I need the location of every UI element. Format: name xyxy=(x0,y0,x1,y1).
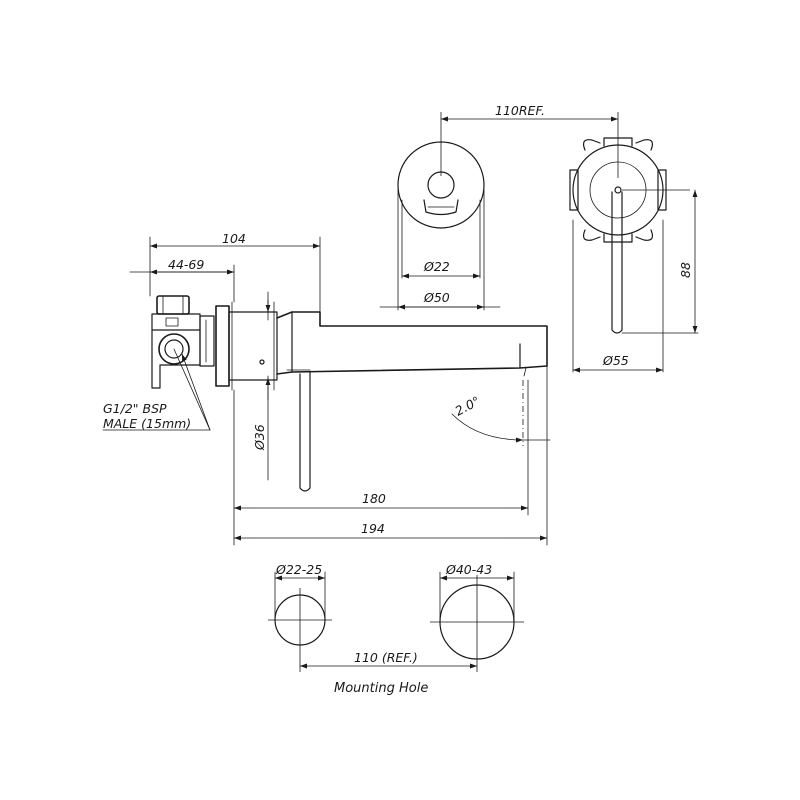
dim-thread-line2: MALE (15mm) xyxy=(103,416,191,431)
front-view-spout-hub xyxy=(397,112,485,311)
mounting-hole-caption: Mounting Hole xyxy=(334,681,428,696)
thread-leader xyxy=(102,348,211,431)
dim-hub-dia-outer: Ø50 xyxy=(423,290,450,305)
dim-mounting-centres: 110 (REF.) xyxy=(354,650,418,665)
dim-overall-depth: 104 xyxy=(222,231,246,246)
dim-mixer-height: 88 xyxy=(678,262,693,278)
dim-thread-line1: G1/2" BSP xyxy=(103,401,167,416)
side-view-assembly xyxy=(151,295,548,492)
dim-spout-angle: 2.0° xyxy=(452,393,482,419)
dim-overall-length: 194 xyxy=(361,521,385,536)
dim-mixer-plate-dia: Ø55 xyxy=(602,353,629,368)
dim-110ref: 110REF. xyxy=(495,103,545,118)
dim-spout-length: 180 xyxy=(362,491,386,506)
dim-hub-dia-inner: Ø22 xyxy=(423,259,450,274)
dim-hole-large: Ø40-43 xyxy=(445,562,492,577)
dim-hole-small: Ø22-25 xyxy=(275,562,322,577)
front-view-mixer-plate xyxy=(569,112,699,373)
dim-spout-dia: Ø36 xyxy=(252,424,267,451)
mounting-hole-large xyxy=(430,571,524,672)
dimension-lines xyxy=(129,116,698,541)
mounting-hole-small xyxy=(268,571,332,672)
side-view-extension-lines xyxy=(149,236,548,546)
dim-adjust-range: 44-69 xyxy=(168,257,204,272)
